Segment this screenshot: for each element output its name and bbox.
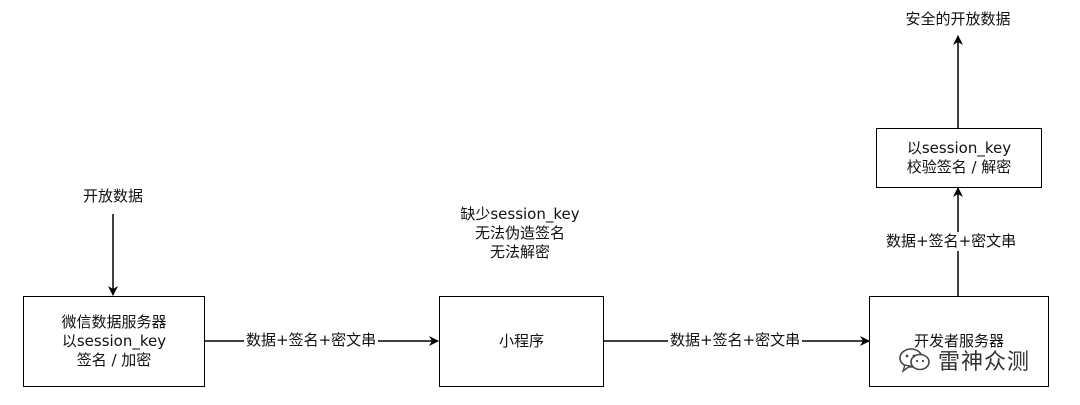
wechat-icon bbox=[899, 348, 930, 373]
open-data-input-label: 开放数据 bbox=[82, 187, 143, 205]
wechat-box-line: 签名 / 加密 bbox=[76, 351, 152, 369]
missing-key-line: 无法伪造签名 bbox=[474, 224, 565, 242]
missing-key-line: 缺少session_key bbox=[460, 205, 580, 223]
safe-open-data-label: 安全的开放数据 bbox=[905, 10, 1011, 28]
developer-server-box-line: 开发者服务器 bbox=[913, 332, 1004, 350]
missing-key-line: 无法解密 bbox=[489, 243, 550, 261]
wechat-box-line: 以session_key bbox=[61, 332, 167, 350]
watermark: 雷神众测 bbox=[898, 340, 1058, 380]
mini-program-box: 小程序 bbox=[439, 296, 604, 387]
watermark-text: 雷神众测 bbox=[938, 350, 1031, 375]
wechat-box-line: 微信数据服务器 bbox=[61, 313, 167, 331]
verify-box-line: 校验签名 / 解密 bbox=[906, 158, 1012, 176]
edge-label-wechat-to-mini: 数据+签名+密文串 bbox=[244, 331, 379, 350]
verify-box-line: 以session_key bbox=[906, 139, 1012, 157]
developer-server-box: 开发者服务器 bbox=[869, 296, 1049, 387]
edge-label-dev-to-verify: 数据+签名+密文串 bbox=[884, 232, 1019, 251]
mini-program-box-line: 小程序 bbox=[498, 332, 544, 350]
edge-label-mini-to-dev: 数据+签名+密文串 bbox=[668, 331, 803, 350]
